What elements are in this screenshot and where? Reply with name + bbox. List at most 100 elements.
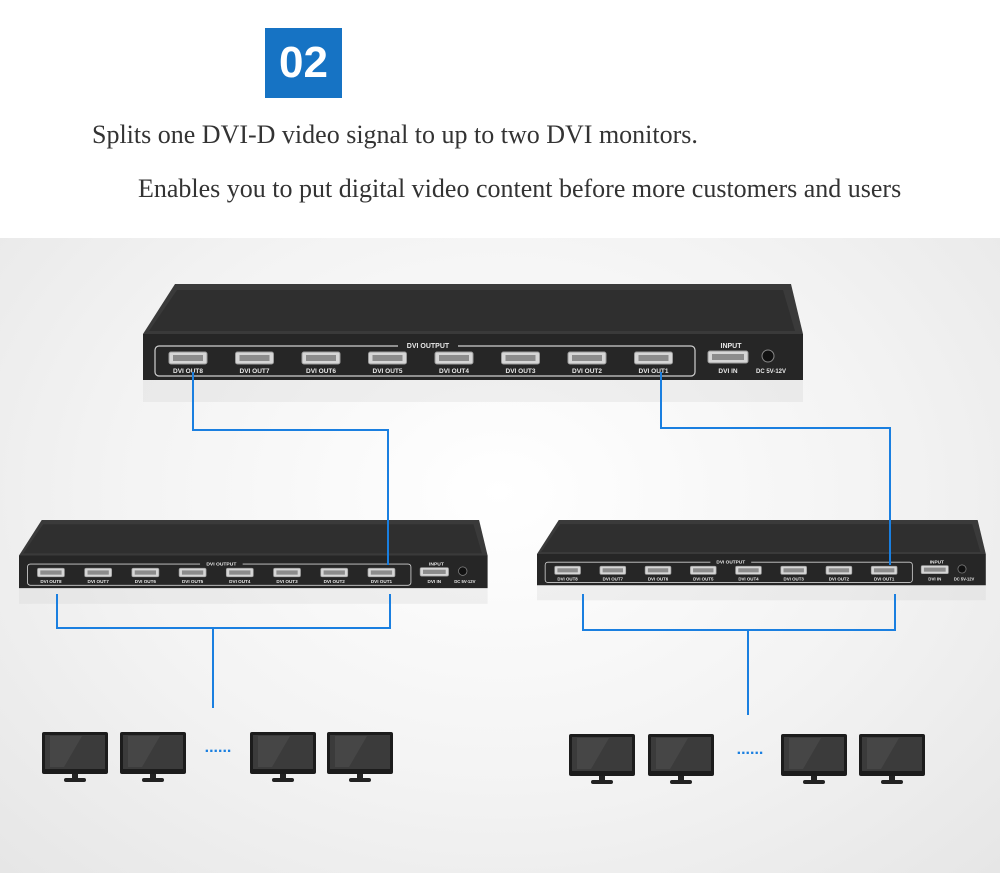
output-group-label: DVI OUTPUT xyxy=(716,560,745,566)
monitor-screen-glare xyxy=(656,738,688,769)
input-port-label: DVI IN xyxy=(428,579,442,584)
monitor-neck xyxy=(72,774,78,778)
dvi-port-label: DVI OUT3 xyxy=(506,368,536,375)
dvi-port-label: DVI OUT5 xyxy=(693,577,714,582)
monitor-stand xyxy=(881,780,903,784)
dvi-port-pins xyxy=(638,355,669,361)
dvi-port-pins xyxy=(783,568,804,573)
monitor xyxy=(250,732,316,782)
output-group-label: DVI OUTPUT xyxy=(407,343,450,350)
monitor-screen-glare xyxy=(258,736,290,767)
dvi-port-label: DVI OUT8 xyxy=(557,577,578,582)
monitor xyxy=(648,734,714,784)
monitor-screen-glare xyxy=(577,738,609,769)
dvi-port-pins xyxy=(828,568,850,573)
power-jack xyxy=(458,566,468,576)
dvi-port-pins xyxy=(134,570,157,575)
dvi-port-pins xyxy=(323,570,345,575)
dvi-port-label: DVI OUT7 xyxy=(603,577,624,582)
monitor-ellipsis-left: ...... xyxy=(205,739,232,756)
dvi-port-label: DVI OUT6 xyxy=(135,579,157,584)
dvi-port-label: DVI OUT1 xyxy=(874,577,895,582)
monitor xyxy=(781,734,847,784)
power-label: DC 5V-12V xyxy=(454,579,475,584)
dvi-port-pins xyxy=(873,568,895,573)
monitor-neck xyxy=(150,774,156,778)
monitor-stand xyxy=(349,778,371,782)
cable-left-outputs-bus xyxy=(56,594,391,629)
dvi-port-pins xyxy=(557,568,578,573)
output-group-label-bg xyxy=(710,558,752,565)
power-label: DC 5V-12V xyxy=(954,577,975,582)
dvi-port-pins xyxy=(647,568,669,573)
dvi-port-label: DVI OUT2 xyxy=(829,577,850,582)
step-number-badge: 02 xyxy=(265,28,342,98)
monitor-stand xyxy=(591,780,613,784)
dvi-port-pins xyxy=(173,355,203,361)
input-port-label: DVI IN xyxy=(928,577,941,582)
monitor-neck xyxy=(599,776,605,780)
input-label: INPUT xyxy=(429,561,444,567)
dvi-port-pins xyxy=(738,568,759,573)
device-reflection xyxy=(19,588,488,604)
device-top-face-inner xyxy=(541,524,981,552)
device-top-face-inner xyxy=(149,290,795,331)
device-top-face-inner xyxy=(23,524,482,554)
dvi-input-port-pins xyxy=(422,569,446,574)
dvi-port-label: DVI OUT7 xyxy=(88,579,110,584)
dvi-port-label: DVI OUT6 xyxy=(306,368,336,375)
monitor-screen-glare xyxy=(789,738,821,769)
output-group-label-bg xyxy=(200,560,243,567)
input-label: INPUT xyxy=(930,560,944,566)
dvi-port-pins xyxy=(276,570,298,575)
feature-description-2: Enables you to put digital video content… xyxy=(138,174,902,203)
dvi-port-label: DVI OUT4 xyxy=(738,577,759,582)
dvi-port-label: DVI OUT3 xyxy=(276,579,298,584)
monitor-screen-glare xyxy=(128,736,160,767)
dvi-port-label: DVI OUT1 xyxy=(371,579,393,584)
dvi-input-port-pins xyxy=(923,567,946,572)
dvi-port-label: DVI OUT4 xyxy=(229,579,251,584)
power-jack xyxy=(957,564,967,574)
input-port-label: DVI IN xyxy=(718,368,737,375)
power-jack xyxy=(761,349,775,363)
monitor-ellipsis-right: ...... xyxy=(737,741,764,758)
device-reflection xyxy=(537,585,986,601)
dvi-port-pins xyxy=(87,570,109,575)
dvi-port-pins xyxy=(602,568,624,573)
dvi-port-label: DVI OUT6 xyxy=(648,577,669,582)
dvi-port-pins xyxy=(693,568,714,573)
monitor-screen-glare xyxy=(867,738,899,769)
dvi-port-pins xyxy=(229,570,251,575)
monitor xyxy=(327,732,393,782)
monitor-neck xyxy=(811,776,817,780)
splitter-device-right: DVI OUTPUT DVI OUT8 DVI OUT7 DVI OUT6 DVI OU… xyxy=(537,520,986,601)
monitor-stand xyxy=(803,780,825,784)
monitor-neck xyxy=(889,776,895,780)
dvi-port-label: DVI OUT2 xyxy=(572,368,602,375)
monitor-stand xyxy=(670,780,692,784)
dvi-port-label: DVI OUT5 xyxy=(373,368,403,375)
cable-main-out8-to-left-in xyxy=(192,372,389,565)
monitor-neck xyxy=(678,776,684,780)
dvi-port-pins xyxy=(372,355,403,361)
dvi-port-pins xyxy=(40,570,62,575)
monitor xyxy=(859,734,925,784)
dvi-port-pins xyxy=(505,355,536,361)
dvi-port-label: DVI OUT5 xyxy=(182,579,204,584)
dvi-port-label: DVI OUT1 xyxy=(639,368,669,375)
dvi-port-label: DVI OUT8 xyxy=(40,579,62,584)
dvi-port-pins xyxy=(306,355,336,361)
monitor xyxy=(569,734,635,784)
dvi-port-label: DVI OUT7 xyxy=(240,368,270,375)
cable-main-out1-to-right-in xyxy=(660,372,891,565)
monitor xyxy=(120,732,186,782)
cable-right-outputs-bus xyxy=(582,594,896,631)
dvi-port-label: DVI OUT4 xyxy=(439,368,469,375)
output-group-label-bg xyxy=(398,341,458,349)
monitor-stand xyxy=(64,778,86,782)
dvi-port-pins xyxy=(239,355,270,361)
